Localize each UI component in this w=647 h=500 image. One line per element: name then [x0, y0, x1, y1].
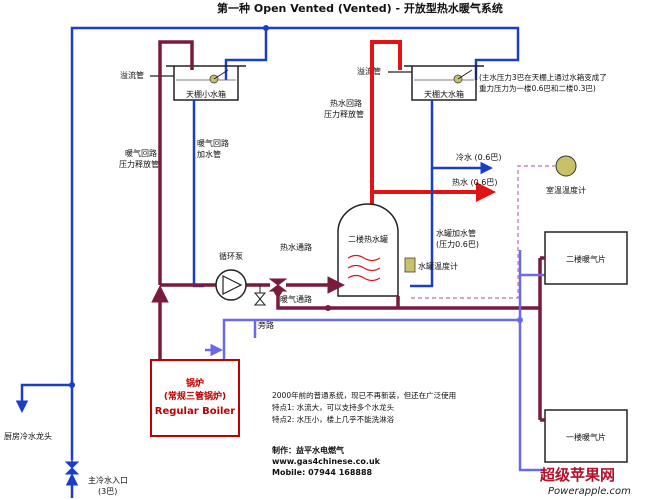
heating-return-pipe: [222, 250, 522, 360]
cylinder-label: 二楼热水罐: [348, 234, 388, 244]
cylinder-thermostat-icon: [404, 257, 416, 273]
overflow-label-right: 溢流管: [357, 66, 381, 76]
mains-cold-pipe: [70, 26, 520, 460]
bypass-valve-icon: [253, 292, 267, 306]
bypass-label: 旁路: [258, 320, 274, 330]
big-tank-label: 天棚大水箱: [424, 89, 464, 99]
junction-dot: [263, 25, 269, 31]
contact-maker: 制作：益平水电燃气: [272, 445, 344, 455]
circulation-pump-icon: [215, 269, 247, 301]
junction-dot: [69, 382, 75, 388]
overflow-label-left: 溢流管: [120, 70, 144, 80]
heating-loop-label: 暖气通路: [280, 294, 312, 304]
cold-water-label: 冷水 (0.6巴): [456, 152, 502, 162]
boiler-label-en: Regular Boiler: [155, 406, 235, 417]
three-port-valve-icon: [268, 278, 288, 299]
boiler-label-type: (常规三管锅炉): [164, 390, 226, 402]
note-line2: 特点1: 水流大，可以支持多个水龙头: [272, 402, 395, 412]
hot-relief-label2: 压力释放管: [324, 109, 364, 119]
upper-radiator: [544, 231, 628, 285]
mains-inlet-label: 主冷水入口: [88, 475, 128, 485]
heating-feed-label2: 加水管: [197, 149, 221, 159]
small-tank: [166, 65, 246, 101]
heating-relief-pipe: [158, 40, 194, 285]
note-line1: 2000年前的普通系统，现已不再新装，但还在广泛使用: [272, 390, 456, 400]
contact-web: www.gas4chinese.co.uk: [272, 457, 381, 466]
big-tank: [404, 65, 484, 101]
hot-relief-pipe: [370, 40, 402, 208]
lower-return-pipe: [518, 320, 545, 472]
small-tank-feed-pipe: [224, 28, 268, 80]
mains-pressure-label: (3巴): [98, 487, 117, 496]
thermostat-wire: [410, 165, 556, 299]
contact-mobile: Mobile: 07944 168888: [272, 468, 373, 477]
note-line3: 特点2: 水压小，楼上几乎不能洗淋浴: [272, 414, 395, 424]
cylinder-feed-label2: (压力0.6巴): [436, 239, 479, 249]
heating-feed-pipe: [192, 100, 204, 288]
pump-label: 循环泵: [219, 251, 243, 261]
watermark-en: Powerapple.com: [548, 486, 631, 497]
hot-relief-label1: 热水回路: [330, 98, 362, 108]
boiler-label-cn: 锅炉: [185, 377, 204, 389]
cylinder-feed-label1: 水罐加水管: [436, 228, 476, 238]
regular-boiler: [150, 359, 240, 437]
hot-water-loop-label: 热水通路: [280, 242, 312, 252]
lower-radiator-label: 一楼暖气片: [566, 432, 606, 442]
mains-valve-icon: [64, 456, 80, 475]
cylinder-feed-pipe: [410, 168, 434, 288]
diagram-title: 第一种 Open Vented (Vented) - 开放型热水暖气系统: [217, 1, 503, 15]
kitchen-tap-label: 厨房冷水龙头: [4, 431, 52, 441]
small-tank-label: 天棚小水箱: [186, 89, 226, 99]
junction-dot: [325, 305, 331, 311]
heating-relief-label2: 压力释放管: [119, 159, 159, 169]
room-thermostat-icon: [555, 155, 577, 177]
upper-radiator-label: 二楼暖气片: [566, 254, 606, 264]
room-thermostat-label: 室温温度计: [546, 185, 586, 195]
lower-radiator: [544, 409, 628, 463]
tank-note-line2: 重力压力为一楼0.6巴和二楼0.3巴): [479, 83, 596, 93]
heating-relief-label1: 暖气回路: [125, 148, 157, 158]
junction-dot: [517, 317, 523, 323]
hot-water-cylinder: [337, 203, 399, 297]
watermark-cn: 超级苹果网: [539, 466, 615, 484]
hot-water-label: 热水 (0.6巴): [452, 177, 498, 187]
heating-feed-label1: 暖气回路: [197, 138, 229, 148]
kitchen-tap-pipe: [15, 383, 72, 413]
tank-note-line1: (主水压力3巴在天棚上通过水箱变成了: [479, 72, 607, 82]
cylinder-thermostat-label: 水罐温度计: [418, 261, 458, 271]
